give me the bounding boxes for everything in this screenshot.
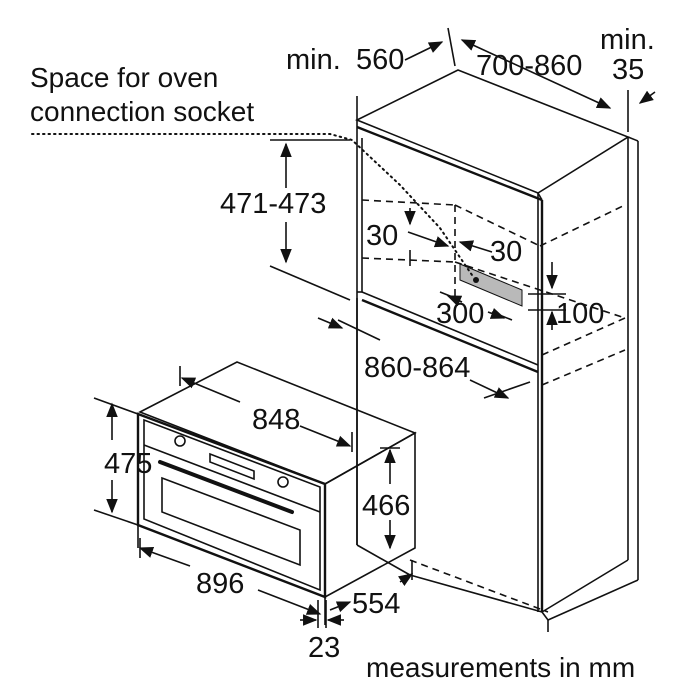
- cabinet-drawing: [355, 69, 639, 632]
- oven-body-height-label: 466: [362, 490, 411, 522]
- socket-caption-line1: Space for oven: [30, 62, 219, 93]
- oven-display: [209, 452, 255, 481]
- oven-knob-left: [174, 435, 186, 447]
- dimension-lines: [93, 27, 656, 628]
- oven-drawing: [136, 361, 417, 625]
- cabinet-top: [355, 69, 630, 194]
- socket-width-label: 300: [436, 298, 485, 330]
- cabinet-depth-label: 560: [356, 44, 405, 76]
- front-thickness-label: 23: [308, 632, 341, 664]
- oven-handle: [158, 460, 294, 514]
- niche-height-label: 471-473: [220, 188, 327, 220]
- cabinet-height-label: 700-860: [476, 50, 583, 82]
- socket-offset-left-label: 30: [366, 220, 399, 252]
- socket-offset-right-label: 30: [490, 236, 523, 268]
- side-gap-label: 35: [612, 54, 645, 86]
- oven-knob-right: [277, 476, 289, 488]
- oven-depth-label: 554: [352, 588, 401, 620]
- min-label-gap: min.: [600, 24, 655, 56]
- socket-caption-line2: connection socket: [30, 96, 255, 127]
- units-caption: measurements in mm: [366, 652, 636, 683]
- socket-leader: [31, 133, 475, 279]
- oven-front-height-label: 475: [104, 448, 153, 480]
- socket-area: [459, 263, 523, 307]
- socket-height-label: 100: [556, 298, 605, 330]
- oven-front-width-label: 896: [196, 568, 245, 600]
- niche-width-label: 860-864: [364, 352, 471, 384]
- oven-body-width-label: 848: [252, 404, 301, 436]
- socket-point: [473, 277, 479, 283]
- min-label-depth: min.: [286, 44, 341, 76]
- oven-window: [161, 476, 301, 567]
